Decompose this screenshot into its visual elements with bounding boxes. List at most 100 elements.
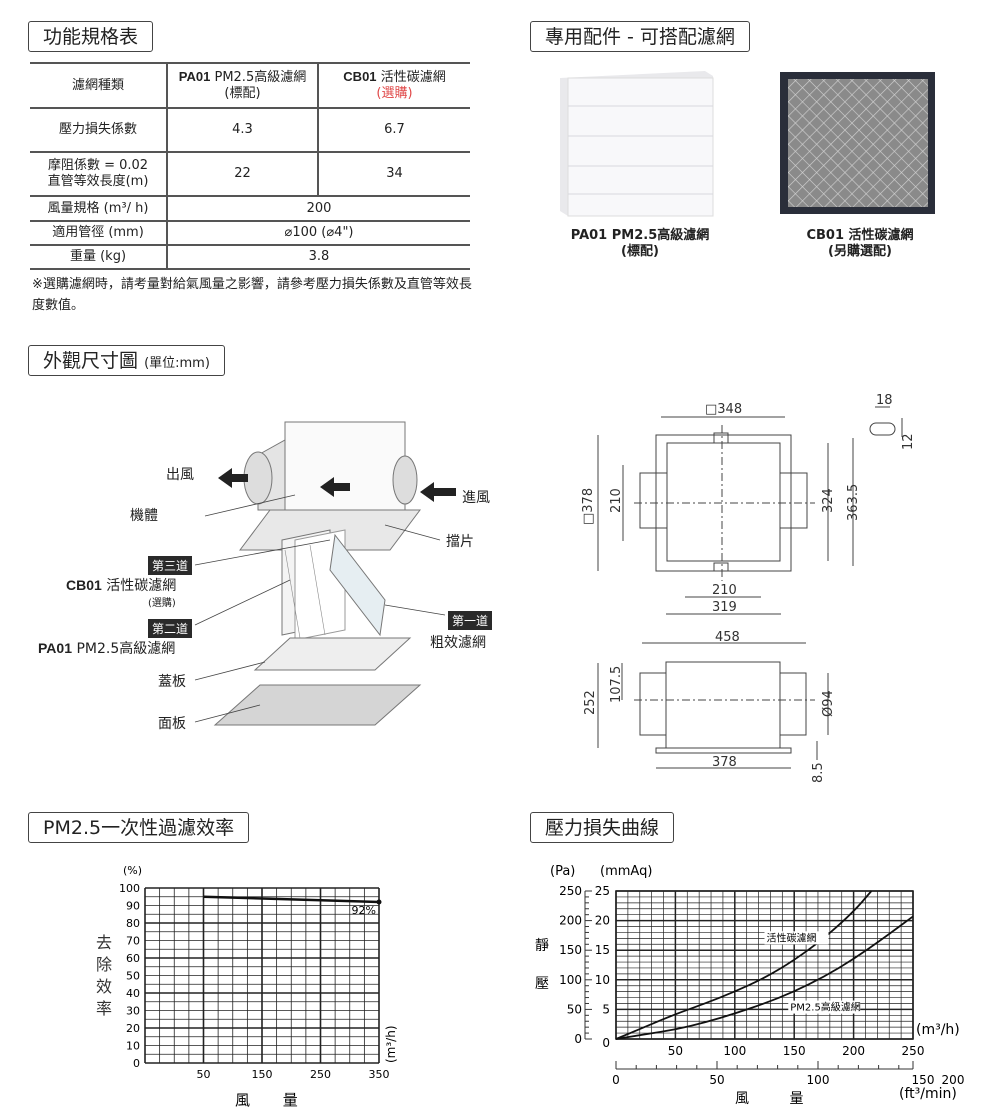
- y-tick-label-pa: 0: [574, 1032, 582, 1046]
- annotation-label: 92%: [352, 904, 376, 917]
- x-axis-label: 風 量: [235, 1091, 312, 1109]
- y-tick-label: 40: [126, 987, 140, 1000]
- label-cb01-code: CB01: [66, 577, 102, 593]
- dimension-drawing: □348 □378 210 324 363.5 210 319 18 12 45…: [581, 393, 916, 783]
- cb01-filter-image: [780, 72, 935, 214]
- header-cb01: CB01 活性碳濾網(選購): [317, 62, 470, 109]
- y-axis-label-2: 壓: [535, 976, 549, 992]
- arrow-left-icon: [320, 477, 350, 497]
- cell-pa01: 22: [166, 151, 318, 197]
- table-row: 重量 (kg) 3.8: [30, 244, 470, 270]
- x2-tick-label: 150: [912, 1073, 935, 1087]
- dim-w319: 319: [712, 600, 737, 615]
- accessory-note: (另購選配): [828, 244, 892, 259]
- table-header-row: 濾網種類 PA01 PM2.5高級濾網(標配) CB01 活性碳濾網(選購): [30, 62, 470, 109]
- dim-363-5: 363.5: [846, 484, 861, 521]
- dim-top-width: □348: [705, 402, 742, 417]
- efficiency-y-axis-label: 去除效率: [95, 933, 112, 1018]
- arrow-left-icon: [420, 482, 456, 502]
- y-tick-label-pa: 250: [559, 884, 582, 898]
- x2-tick-label: 100: [807, 1073, 830, 1087]
- spec-note: ※選購濾網時，請考量對給氣風量之影響，請參考壓力損失係數及直管等效長度數值。: [32, 277, 472, 313]
- cb01-code: CB01: [343, 69, 377, 84]
- x-axis-label: 風 量: [735, 1091, 821, 1107]
- label-cb01-note: (選購): [148, 598, 176, 609]
- y-unit-pa: (Pa): [550, 864, 575, 879]
- leader-lines: [194, 494, 446, 723]
- y-tick-label: 10: [126, 1040, 140, 1053]
- y-tick-label: 0: [133, 1057, 140, 1070]
- y-tick-label: 20: [126, 1022, 140, 1035]
- dim-side: □378: [581, 488, 596, 525]
- x-tick-label: 350: [369, 1068, 390, 1081]
- dim-foot: 8.5: [811, 762, 826, 783]
- arrow-left-icon: [218, 468, 248, 488]
- cell-pa01: 4.3: [166, 107, 318, 153]
- y-tick-label-mmaq: 5: [602, 1002, 610, 1016]
- dim-inner-h: 210: [609, 488, 624, 513]
- label-cover: 蓋板: [158, 674, 186, 690]
- label-inlet: 進風: [462, 490, 490, 506]
- x-unit-label: (m³/h): [916, 1022, 960, 1038]
- row-label-line1: 摩阻係數 = 0.02: [47, 158, 149, 173]
- accessory-item-pa01: PA01 PM2.5高級濾網(標配): [555, 228, 725, 260]
- x2-tick-label: 50: [709, 1073, 724, 1087]
- y-tick-label: 50: [126, 970, 140, 983]
- tag-stage3: 第三道: [148, 556, 193, 575]
- row-label: 風量規格 (m³/ h): [30, 195, 167, 222]
- y-tick-label: 80: [126, 917, 140, 930]
- series-label: 活性碳濾網: [767, 931, 817, 944]
- y-tick-label: 60: [126, 952, 140, 965]
- x-tick-label: 50: [668, 1044, 683, 1058]
- y-tick-label-mmaq: 0: [602, 1036, 610, 1050]
- label-cb01: CB01 活性碳濾網: [66, 575, 176, 595]
- x-tick-label: 150: [783, 1044, 806, 1058]
- header-filter-type: 濾網種類: [30, 62, 167, 109]
- y-tick-label-pa: 100: [559, 973, 582, 987]
- series-label-bg: [788, 1000, 861, 1014]
- tag-stage1: 第一道: [448, 611, 493, 630]
- accessory-item-cb01: CB01 活性碳濾網(另購選配): [775, 228, 945, 260]
- x-tick-label: 250: [310, 1068, 331, 1081]
- y-unit-mmaq: (mmAq): [600, 864, 652, 879]
- section-title-accessories: 專用配件 - 可搭配濾網: [530, 21, 750, 52]
- x-unit-label: (m³/h): [384, 1025, 398, 1063]
- dim-base: 378: [712, 755, 737, 770]
- dim-axis: 107.5: [609, 666, 624, 703]
- x-tick-label: 150: [252, 1068, 273, 1081]
- y-axis-label-1: 靜: [535, 938, 549, 954]
- header-pa01: PA01 PM2.5高級濾網(標配): [166, 62, 318, 109]
- series-line: [615, 915, 914, 1040]
- cell-cb01: 34: [317, 151, 470, 197]
- row-label: 適用管徑 (mm): [30, 220, 167, 246]
- label-outlet: 出風: [166, 467, 194, 483]
- dim-slot-h: 12: [901, 433, 916, 450]
- x-tick-label: 50: [197, 1068, 211, 1081]
- dimensions-unit: (單位:mm): [144, 356, 210, 371]
- tag-stage2: 第二道: [148, 619, 193, 638]
- x2-unit-label: (ft³/min): [899, 1086, 957, 1102]
- label-pa01-code: PA01: [38, 640, 72, 656]
- dim-w210: 210: [712, 583, 737, 598]
- row-label-line2: 直管等效長度(m): [47, 174, 149, 189]
- table-row: 風量規格 (m³/ h) 200: [30, 195, 470, 222]
- y-tick-label: 30: [126, 1005, 140, 1018]
- table-row: 壓力損失係數 4.3 6.7: [30, 107, 470, 153]
- cb01-name: 活性碳濾網: [380, 70, 446, 85]
- pa01-note: (標配): [224, 86, 261, 101]
- y-tick-label-pa: 50: [567, 1002, 582, 1016]
- filter-images: [560, 71, 935, 217]
- section-title-efficiency: PM2.5一次性過濾效率: [28, 812, 250, 843]
- x2-tick-label: 0: [612, 1073, 620, 1087]
- cell-shared: ⌀100 (⌀4"): [166, 220, 470, 246]
- y-tick-label-mmaq: 15: [595, 943, 610, 957]
- cell-shared: 3.8: [166, 244, 470, 270]
- dim-height: 252: [583, 690, 598, 715]
- cell-shared: 200: [166, 195, 470, 222]
- dim-length: 458: [715, 630, 740, 645]
- section-title-spec: 功能規格表: [28, 21, 154, 52]
- x-tick-label: 200: [842, 1044, 865, 1058]
- series-label-bg: [764, 931, 829, 945]
